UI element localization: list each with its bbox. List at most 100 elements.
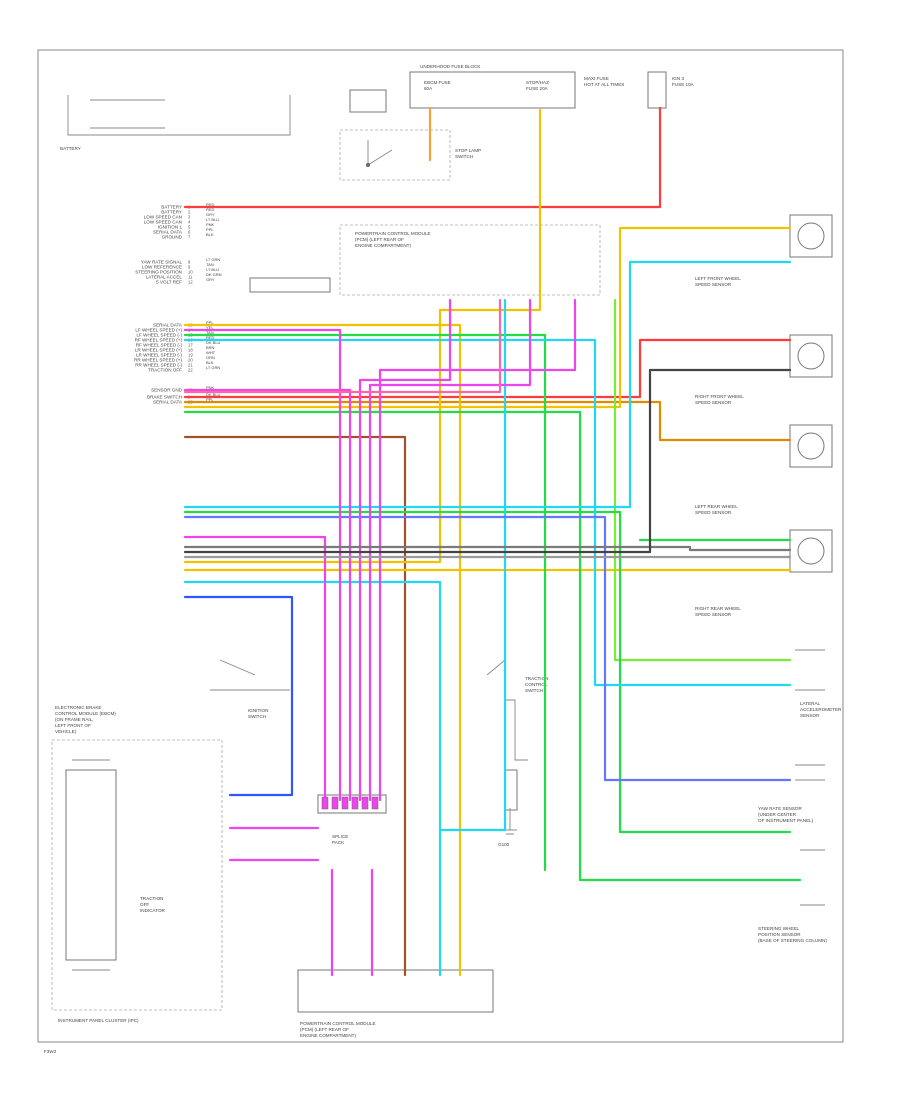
fuse-stop-label: STOP/HAZ [526, 80, 549, 85]
wire-code: GRY [206, 212, 215, 217]
svg-text:HOT AT ALL TIMES: HOT AT ALL TIMES [584, 82, 624, 87]
wire-magenta-4 [358, 298, 452, 802]
wire-gray [183, 545, 792, 552]
svg-text:SENSOR: SENSOR [800, 713, 820, 718]
svg-text:INDICATOR: INDICATOR [140, 908, 166, 913]
pin-label: LOW REFERENCE [142, 265, 182, 270]
fuse-ebcm-label: EBCM FUSE [424, 80, 451, 85]
pin-number: 2 [188, 210, 191, 215]
pin-number: 8 [188, 260, 191, 265]
wire-black [183, 368, 792, 554]
pin-number: 10 [188, 270, 193, 275]
fuse-ign-label: IGN 3 [672, 76, 684, 81]
ground-g100: G100 [498, 808, 517, 847]
wire-pink [183, 298, 502, 394]
wire-harness [183, 106, 802, 977]
cluster-label: INSTRUMENT PANEL CLUSTER (IPC) [58, 1018, 139, 1023]
pin-number: 19 [188, 353, 193, 358]
wire-code: GRY [206, 277, 215, 282]
pin-label: SERIAL DATA [153, 230, 183, 235]
splice-terminal [371, 796, 379, 810]
wire-magenta-3 [183, 388, 352, 802]
wire-code: BLK [206, 232, 214, 237]
splice-terminal [341, 796, 349, 810]
svg-text:SPEED SENSOR: SPEED SENSOR [695, 612, 732, 617]
splice-terminal [331, 796, 339, 810]
wire-code: LT GRN [206, 365, 220, 370]
wire-magenta-2 [183, 328, 342, 802]
svg-text:OFF: OFF [140, 902, 149, 907]
wire-code: ORN [206, 355, 215, 360]
wire-yellow-pcm [183, 323, 462, 977]
wire-code: PPL [206, 397, 214, 402]
svg-text:POWERTRAIN CONTROL MODULE: POWERTRAIN CONTROL MODULE [300, 1021, 376, 1026]
svg-text:BATTERY: BATTERY [60, 146, 81, 151]
svg-text:SWITCH: SWITCH [525, 688, 543, 693]
steering-wheel-position-sensor: STEERING WHEEL POSITION SENSOR (BASE OF … [758, 849, 827, 943]
svg-text:OF INSTRUMENT PANEL): OF INSTRUMENT PANEL) [758, 818, 814, 823]
pin-number: 12 [188, 280, 193, 285]
pin-label: LR WHEEL SPEED (-) [136, 353, 182, 358]
wire-cyan-2 [183, 338, 792, 687]
wheel-speed-sensor-lf: LEFT FRONT WHEEL SPEED SENSOR [695, 214, 833, 287]
fuse-block-label: UNDERHOOD FUSE BLOCK [420, 64, 481, 69]
svg-text:RIGHT REAR WHEEL: RIGHT REAR WHEEL [695, 606, 741, 611]
wire-cyan-3 [438, 298, 507, 977]
pin-label: LATERAL ACCEL [146, 275, 183, 280]
pin-label: RR WHEEL SPEED (+) [134, 358, 182, 363]
wire-blue-2 [183, 515, 792, 782]
pin-label: RR WHEEL SPEED (-) [135, 363, 182, 368]
svg-text:RIGHT FRONT WHEEL: RIGHT FRONT WHEEL [695, 394, 744, 399]
fuse-block-group: UNDERHOOD FUSE BLOCK MAXI FUSE HOT AT AL… [349, 64, 695, 113]
pin-number: 3 [188, 215, 191, 220]
svg-text:LEFT FRONT WHEEL: LEFT FRONT WHEEL [695, 276, 741, 281]
wire-code: DK GRN [206, 272, 222, 277]
footer-code: F3W2 [44, 1049, 57, 1054]
pin-label: LOW SPEED CAN [144, 220, 182, 225]
pin-label: TRACTION OFF [148, 368, 182, 373]
pin-number: 7 [188, 235, 191, 240]
svg-text:FUSE 10A: FUSE 10A [672, 82, 695, 87]
wire-green-yaw [183, 510, 792, 834]
battery-feed: BATTERY [60, 95, 291, 151]
pcm-body: POWERTRAIN CONTROL MODULE (PCM) (LEFT RE… [249, 224, 601, 296]
wire-code: LT BLU [206, 217, 219, 222]
wire-code: BRN [206, 345, 215, 350]
svg-text:LEFT REAR WHEEL: LEFT REAR WHEEL [695, 504, 738, 509]
pin-number: 22 [188, 368, 193, 373]
svg-text:(UNDER CENTER: (UNDER CENTER [758, 812, 797, 817]
pin-label: YAW RATE SIGNAL [141, 260, 183, 265]
svg-text:SPEED SENSOR: SPEED SENSOR [695, 510, 732, 515]
splice-pack: SPLICE PACK [317, 794, 387, 845]
pin-number: 20 [188, 358, 193, 363]
wheel-speed-sensor-rf: RIGHT FRONT WHEEL SPEED SENSOR [695, 334, 833, 405]
wire-cyan-4 [183, 580, 442, 832]
svg-text:SPLICE: SPLICE [332, 834, 348, 839]
bottom-connector: POWERTRAIN CONTROL MODULE (PCM) (LEFT RE… [297, 969, 494, 1038]
svg-text:STOP LAMP: STOP LAMP [455, 148, 481, 153]
svg-text:YAW RATE SENSOR: YAW RATE SENSOR [758, 806, 802, 811]
svg-text:PACK: PACK [332, 840, 345, 845]
pin-number: 5 [188, 225, 191, 230]
stop-lamp-switch: STOP LAMP SWITCH [339, 129, 481, 181]
pin-label: RF WHEEL SPEED (-) [136, 343, 183, 348]
svg-text:STEERING WHEEL: STEERING WHEEL [758, 926, 800, 931]
ebcm-label-block: ELECTRONIC BRAKE CONTROL MODULE (EBCM) (… [55, 705, 116, 734]
wire-yellow [183, 108, 542, 564]
wire-code: TAN [206, 330, 214, 335]
wire-code: PPL [206, 320, 214, 325]
wire-code: PNK [206, 222, 215, 227]
ignition-switch: IGNITION SWITCH [210, 659, 290, 719]
svg-text:SWITCH: SWITCH [248, 714, 266, 719]
traction-control-switch: TRACTION CONTROL SWITCH [486, 659, 548, 811]
yaw-rate-sensor: YAW RATE SENSOR (UNDER CENTER OF INSTRUM… [758, 764, 825, 823]
wire-code: YEL [206, 325, 214, 330]
wire-code: DK BLU [206, 340, 221, 345]
wire-cyan [183, 260, 792, 509]
splice-terminal [321, 796, 329, 810]
wheel-speed-sensor-lr: LEFT REAR WHEEL SPEED SENSOR [695, 424, 833, 515]
wire-code: TAN [206, 262, 214, 267]
wire-code: WHT [206, 350, 216, 355]
